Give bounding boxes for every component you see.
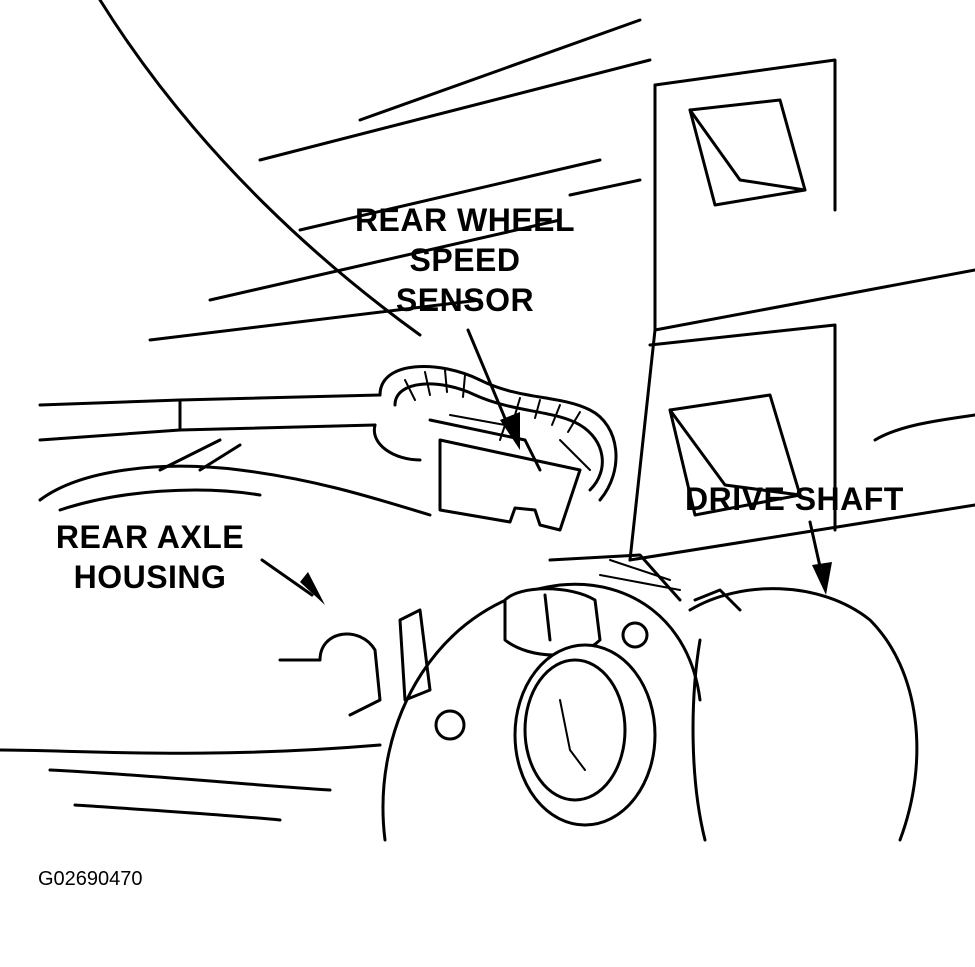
- rear-wheel-speed-sensor-label: REAR WHEEL SPEED SENSOR: [330, 200, 600, 320]
- wire-harness: [372, 365, 618, 502]
- rear-wheel-speed-sensor-line-2: SPEED: [409, 242, 521, 278]
- figure-id: G02690470: [38, 868, 143, 890]
- rear-axle-housing-line-1: REAR AXLE: [55, 519, 245, 555]
- rear-wheel-speed-sensor-line-3: SENSOR: [395, 282, 535, 318]
- drive-shaft-label: DRIVE SHAFT: [685, 481, 904, 517]
- rear-axle-housing-label: REAR AXLE HOUSING: [35, 517, 265, 597]
- brake-tube: [38, 393, 382, 442]
- axle-housing: [0, 438, 432, 822]
- leader-arrows: [260, 328, 832, 605]
- drive-shaft-yoke: [548, 553, 919, 842]
- diff-flange: [381, 582, 702, 842]
- crossmember: [628, 58, 975, 562]
- sensor-bracket: [428, 414, 591, 532]
- rear-wheel-speed-sensor-line-1: REAR WHEEL: [354, 202, 576, 238]
- floor-pan: [98, 0, 652, 342]
- rear-axle-housing-line-2: HOUSING: [73, 559, 227, 595]
